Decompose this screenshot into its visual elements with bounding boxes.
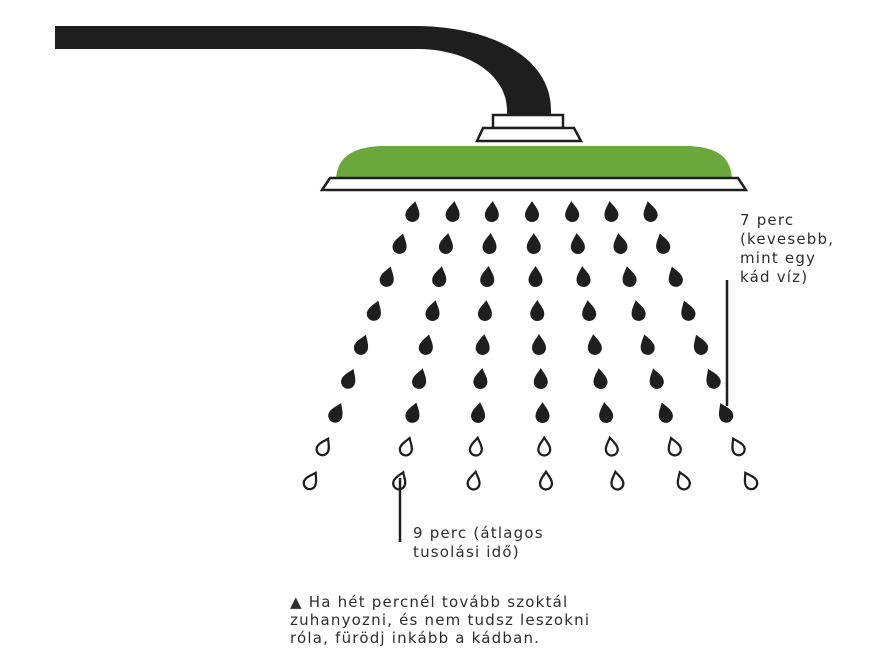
footnote-line: zuhanyozni, és nem tudsz leszokni	[290, 611, 591, 629]
water-drop-icon	[631, 300, 646, 321]
water-drops	[302, 201, 759, 491]
water-drop-icon	[398, 436, 413, 457]
water-drop-icon	[405, 201, 420, 222]
shower-head-icon	[336, 146, 732, 178]
footnote-line: Ha hét percnél tovább szoktál	[308, 593, 569, 611]
water-drop-icon	[656, 233, 671, 254]
water-drop-icon	[743, 471, 759, 491]
label-line: (kevesebb,	[740, 230, 835, 248]
water-drop-icon	[538, 469, 554, 491]
water-drop-icon	[693, 334, 709, 355]
water-drop-icon	[535, 402, 550, 423]
label-line: mint egy	[740, 249, 817, 267]
water-drop-icon	[468, 435, 483, 457]
pipe	[55, 26, 551, 117]
water-drop-icon	[599, 402, 614, 423]
water-drop-icon	[610, 469, 625, 491]
label-line: 9 perc (átlagos	[413, 524, 544, 542]
water-drop-icon	[432, 266, 447, 287]
water-drop-icon	[480, 266, 495, 287]
water-drop-icon	[392, 233, 407, 254]
water-drop-icon	[537, 435, 552, 457]
water-drop-icon	[532, 334, 546, 355]
label-line: kád víz)	[740, 268, 809, 286]
water-drop-icon	[353, 334, 369, 355]
water-drop-icon	[658, 402, 673, 423]
water-drop-icon	[477, 300, 492, 321]
water-drop-icon	[593, 368, 608, 389]
water-drop-icon	[582, 300, 597, 321]
water-drop-icon	[526, 233, 541, 254]
water-drop-icon	[379, 266, 394, 287]
water-drop-icon	[418, 334, 433, 355]
water-drop-icon	[640, 334, 655, 355]
water-drop-icon	[570, 233, 585, 254]
water-drop-icon	[649, 368, 664, 389]
water-drop-icon	[475, 334, 490, 355]
water-drop-icon	[643, 201, 658, 222]
water-drop-icon	[604, 201, 619, 222]
water-drop-icon	[366, 300, 381, 321]
water-drop-icon	[718, 403, 734, 423]
water-drop-icon	[587, 334, 602, 355]
water-drop-icon	[565, 201, 580, 222]
water-drop-icon	[530, 300, 545, 321]
footnote-line: róla, fürödj inkább a kádban.	[290, 629, 541, 647]
water-drop-icon	[622, 266, 637, 287]
water-drop-icon	[668, 266, 683, 287]
water-drop-icon	[667, 436, 682, 457]
water-drop-icon	[604, 435, 619, 457]
water-drop-icon	[328, 403, 343, 423]
water-drop-icon	[484, 201, 499, 222]
footnote-first-line: ▲ Ha hét percnél tovább szoktál	[290, 593, 590, 611]
label-line: 7 perc	[740, 211, 795, 229]
water-drop-icon	[482, 233, 497, 254]
water-drop-icon	[576, 266, 591, 287]
water-drop-icon	[533, 368, 548, 389]
water-drop-icon	[315, 436, 330, 457]
water-drop-icon	[466, 469, 481, 491]
water-drop-icon	[473, 368, 488, 389]
water-drop-icon	[471, 402, 486, 423]
water-drop-icon	[676, 470, 691, 491]
water-drop-icon	[302, 471, 318, 491]
water-drop-icon	[405, 402, 420, 423]
water-drop-icon	[425, 300, 440, 321]
water-drop-icon	[706, 368, 721, 389]
label-line: tusolási idő)	[413, 543, 520, 561]
water-drop-icon	[341, 368, 356, 389]
pipe-connector	[491, 113, 565, 130]
water-drop-icon	[528, 266, 543, 287]
water-drop-icon	[731, 436, 746, 457]
water-drop-icon	[613, 233, 628, 254]
water-drop-icon	[438, 233, 453, 254]
water-drop-icon	[681, 300, 696, 321]
water-drop-icon	[445, 201, 460, 222]
pipe-collar	[475, 126, 584, 143]
water-drop-icon	[412, 368, 427, 389]
shower-rim	[319, 176, 749, 192]
water-drop-icon	[525, 201, 539, 222]
triangle-bullet-icon: ▲	[290, 593, 303, 611]
